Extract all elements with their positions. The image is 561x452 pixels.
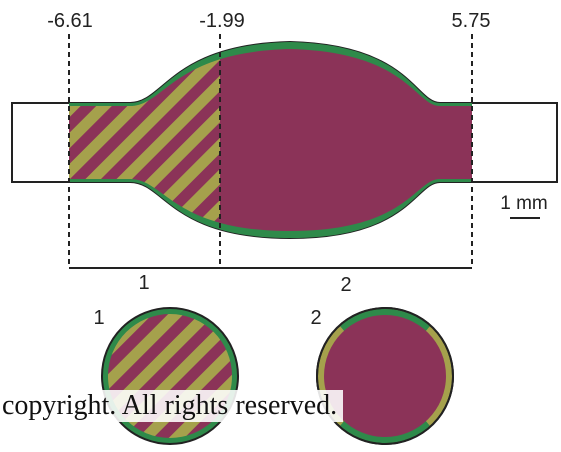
segment-label-1: 1 — [138, 272, 149, 294]
copyright-notice: copyright. All rights reserved. — [0, 390, 344, 422]
mark-right-label: 5.75 — [452, 10, 491, 32]
cross-section-2 — [316, 307, 454, 445]
segment-label-2: 2 — [340, 274, 351, 296]
cross-section-1 — [101, 307, 239, 445]
hatched-region-1 — [69, 59, 220, 223]
cross-section-label-2: 2 — [310, 307, 321, 329]
mark-middle-label: -1.99 — [199, 10, 245, 32]
cross-section-label-1: 1 — [93, 307, 104, 329]
tissue-region — [69, 49, 472, 231]
mark-left-label: -6.61 — [47, 10, 93, 32]
scale-bar-label: 1 mm — [500, 193, 548, 214]
solid-region-2 — [220, 49, 472, 231]
